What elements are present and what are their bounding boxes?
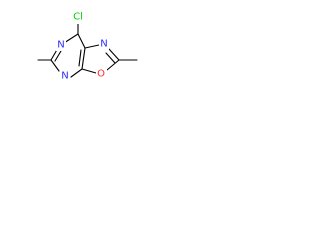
nitrogen-atom-label-top-left: N [57, 40, 64, 51]
molecule-structure: Cl N N N O [37, 12, 138, 82]
nitrogen-atom-label-top-right: N [100, 39, 107, 50]
bond-n6-c5-double [54, 50, 62, 62]
bond-o-c3a [81, 68, 97, 74]
bond-c5-n4 [50, 59, 60, 72]
nitrogen-atom-label-bottom: N [61, 71, 68, 82]
bond-c3a-c7a [81, 47, 86, 70]
chlorine-atom-label: Cl [73, 12, 83, 23]
bond-c3a-c7a-double [78, 49, 82, 67]
bonds [37, 22, 138, 78]
oxygen-atom-label: O [97, 69, 105, 80]
bond-n1-c2-double [105, 52, 116, 64]
bond-c7a-c7 [77, 33, 86, 49]
bond-n4-c3a [70, 68, 83, 78]
bond-c2-o [106, 59, 120, 71]
atom-labels: Cl N N N O [56, 12, 109, 82]
bond-n1-c2 [108, 48, 120, 61]
bond-c7a-n1 [84, 44, 100, 49]
bond-c7-n6 [63, 33, 79, 44]
